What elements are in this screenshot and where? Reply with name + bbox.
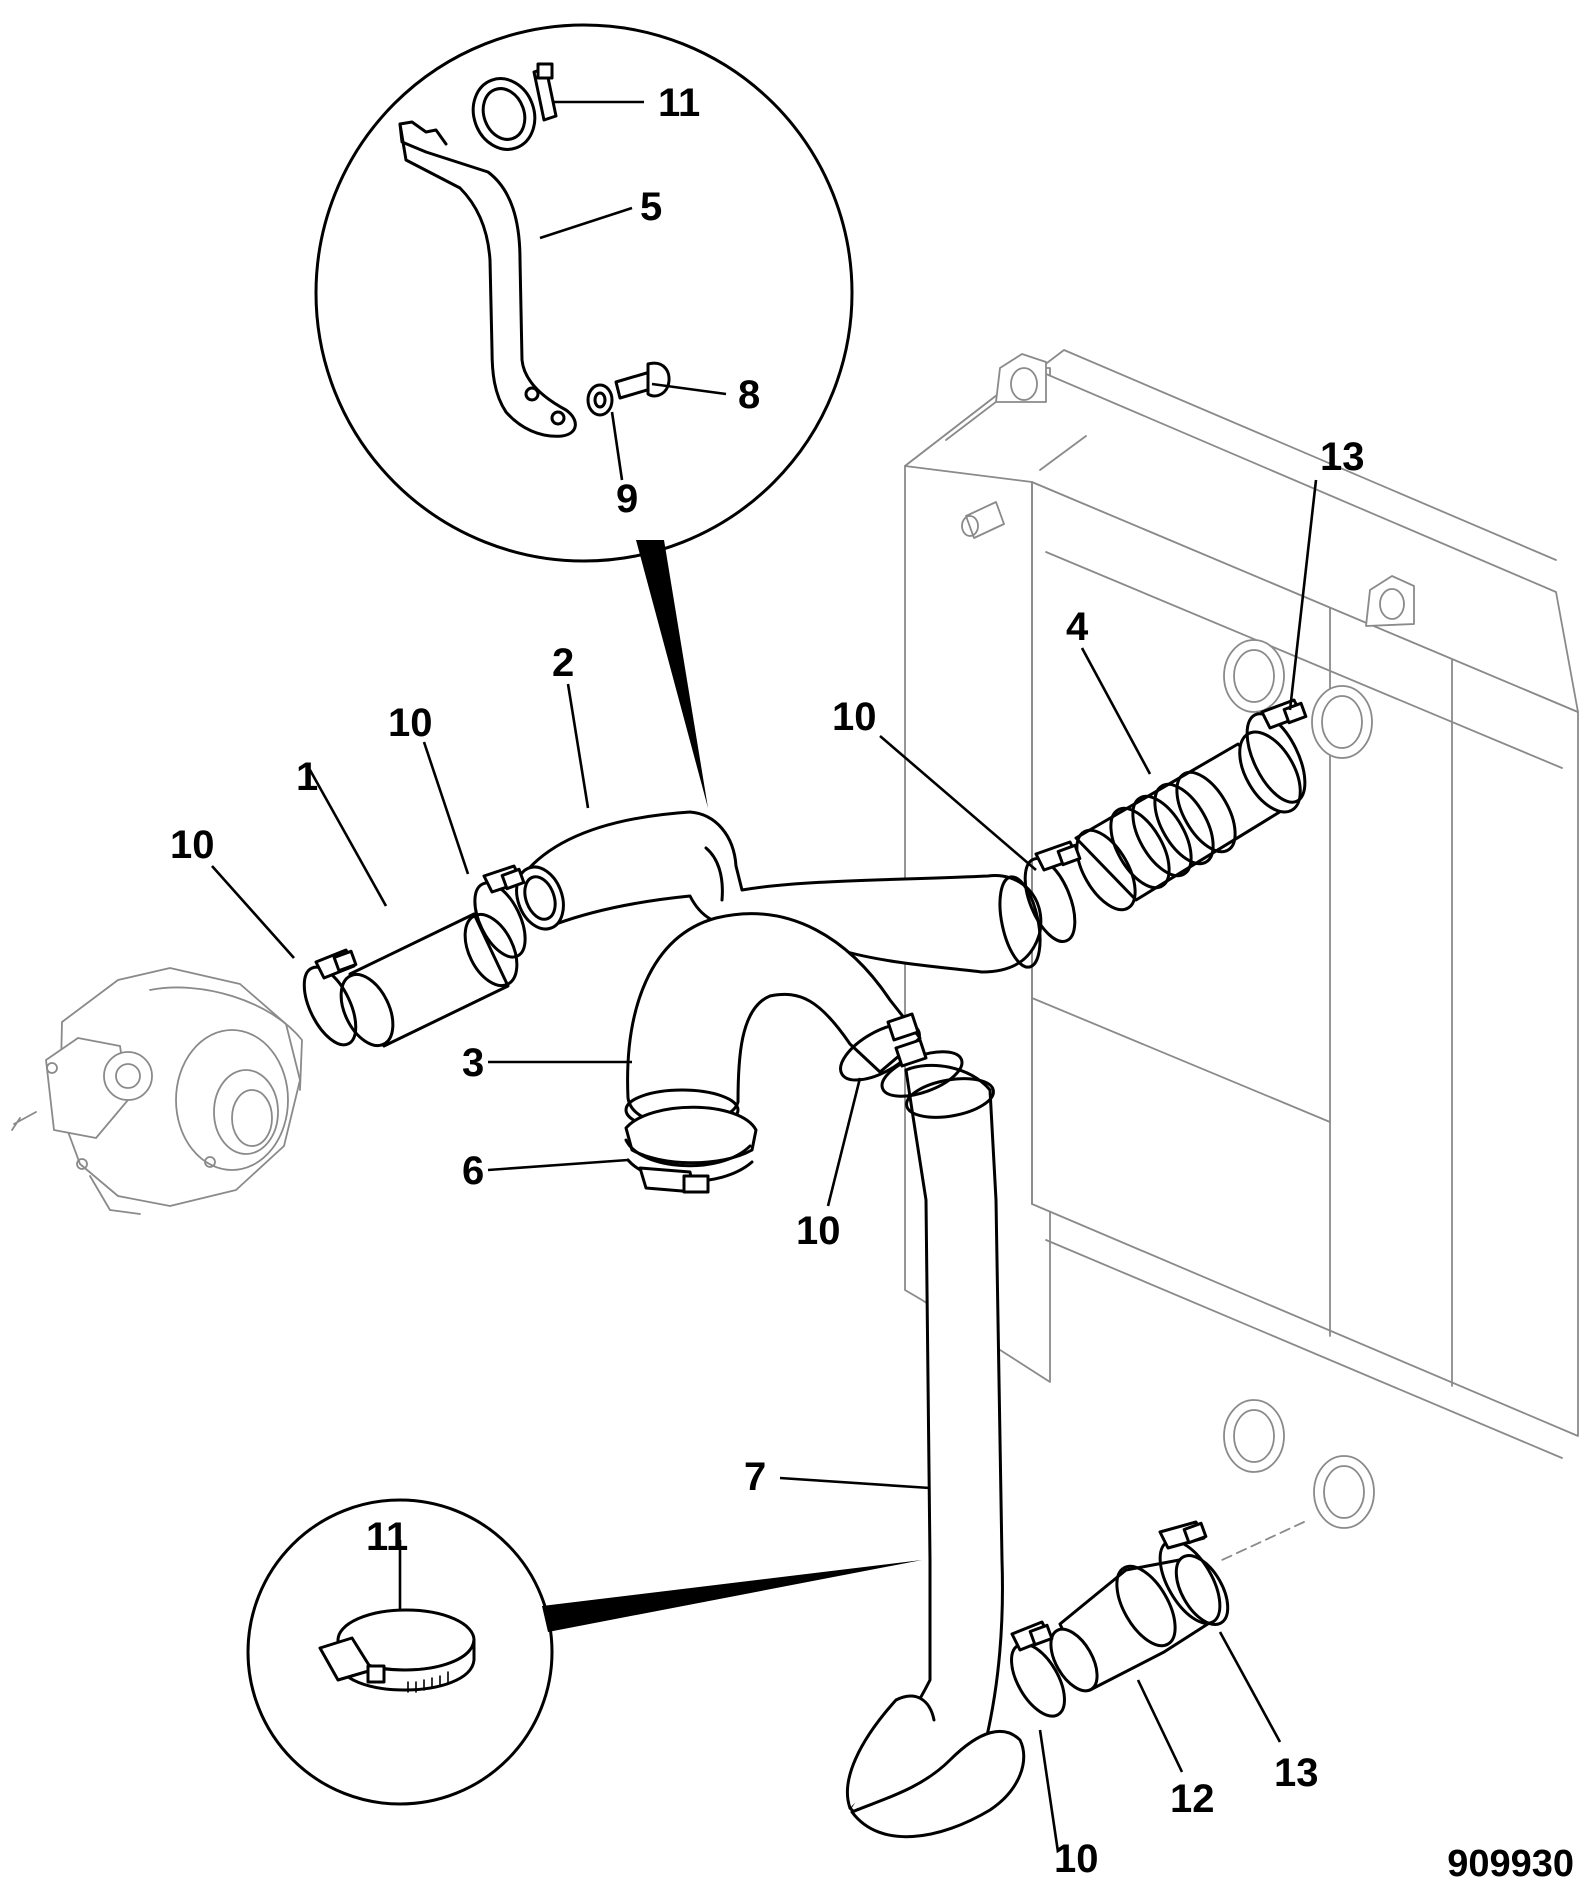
leader-lines — [211, 100, 1318, 1853]
hose-3 — [624, 912, 922, 1165]
callout-10-e: 10 — [1054, 1837, 1099, 1881]
callout-13-upper: 13 — [1320, 435, 1365, 479]
callout-12: 12 — [1170, 1777, 1215, 1821]
hose-7 — [845, 1063, 1026, 1839]
detail-circle-clamp — [246, 1498, 922, 1806]
callout-13-lower: 13 — [1274, 1751, 1319, 1795]
hose-clamps — [302, 698, 1308, 1718]
callout-7: 7 — [744, 1455, 766, 1499]
callout-9: 9 — [616, 477, 638, 521]
callout-2: 2 — [552, 641, 574, 685]
callout-labels: 11 5 8 9 13 2 4 10 10 1 10 3 6 10 7 11 1… — [170, 81, 1574, 1885]
turbocharger — [11, 967, 303, 1215]
detail-circle-bracket — [314, 23, 854, 808]
callout-11-lower: 11 — [366, 1515, 408, 1559]
hose-4 — [1074, 730, 1302, 912]
callout-5: 5 — [640, 185, 662, 229]
callout-10-a: 10 — [388, 701, 433, 745]
hose-1 — [339, 912, 519, 1048]
callout-6: 6 — [462, 1149, 484, 1193]
callout-4: 4 — [1066, 605, 1089, 649]
callout-8: 8 — [738, 373, 760, 417]
callout-10-b: 10 — [832, 695, 877, 739]
callout-3: 3 — [462, 1041, 484, 1085]
callout-10-d: 10 — [796, 1209, 841, 1253]
figure-number: 909930 — [1447, 1843, 1574, 1885]
callout-1: 1 — [296, 755, 318, 799]
callout-11-upper: 11 — [658, 81, 700, 125]
callout-10-c: 10 — [170, 823, 215, 867]
